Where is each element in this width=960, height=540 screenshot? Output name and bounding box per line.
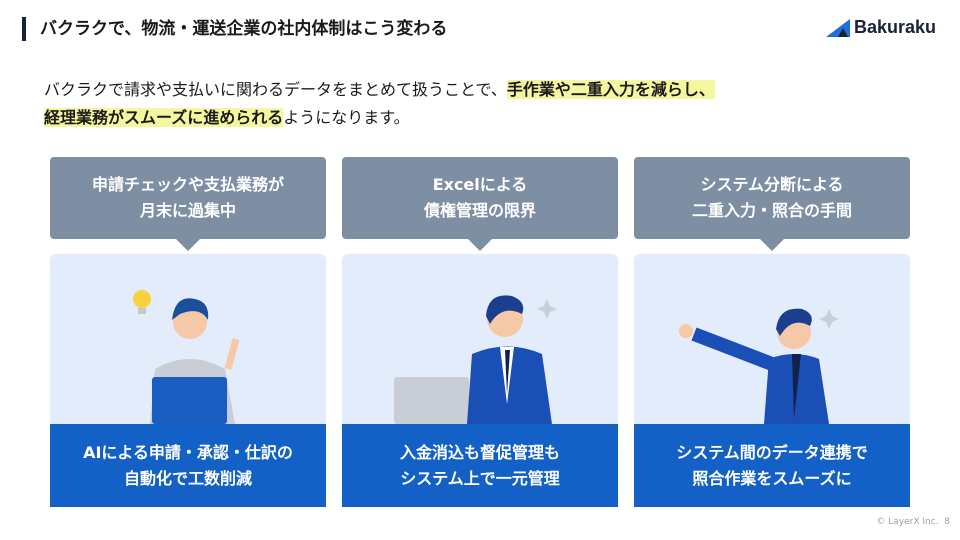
- solution-line: システム上で一元管理: [400, 468, 560, 488]
- solution-line: 入金消込も督促管理も: [399, 442, 560, 462]
- illustration-man-laptop: [342, 254, 618, 424]
- problem-heading: システム分断による二重入力・照合の手間: [634, 157, 910, 251]
- title-accent-bar: [22, 17, 26, 41]
- illustration-man-pointing: [634, 254, 910, 424]
- logo-text: Bakuraku: [854, 17, 937, 37]
- page-title: バクラクで、物流・運送企業の社内体制はこう変わる: [40, 19, 448, 39]
- heading-line: 申請チェックや支払業務が: [91, 175, 284, 194]
- solution-box: 入金消込も督促管理もシステム上で一元管理: [342, 424, 618, 507]
- solution-line: 照合作業をスムーズに: [692, 468, 852, 488]
- solution-box: システム間のデータ連携で照合作業をスムーズに: [634, 424, 910, 507]
- heading-line: 二重入力・照合の手間: [691, 201, 852, 220]
- logo-mark-icon: [826, 18, 850, 37]
- heading-line: 月末に過集中: [139, 201, 236, 220]
- column-3: システム分断による二重入力・照合の手間 システム間のデータ連携で照合作業をスムー…: [634, 157, 910, 507]
- solution-line: AIによる申請・承認・仕訳の: [83, 442, 293, 462]
- heading-line: Excelによる: [432, 175, 528, 194]
- page-number: 8: [944, 517, 950, 527]
- logo: Bakuraku: [826, 17, 936, 38]
- copyright: © LayerX Inc.: [876, 517, 939, 527]
- problem-heading: 申請チェックや支払業務が月末に過集中: [50, 157, 326, 251]
- lead-highlight-2: 経理業務がスムーズに進められる: [44, 108, 284, 127]
- illustration-woman-laptop: [50, 254, 326, 424]
- solution-box: AIによる申請・承認・仕訳の自動化で工数削減: [50, 424, 326, 507]
- lead-text: バクラクで請求や支払いに関わるデータをまとめて扱うことで、手作業や二重入力を減ら…: [44, 76, 715, 132]
- solution-line: システム間のデータ連携で: [676, 442, 868, 462]
- problem-heading: Excelによる債権管理の限界: [342, 157, 618, 251]
- lead-part2: ようになります。: [283, 108, 410, 127]
- lead-part1: バクラクで請求や支払いに関わるデータをまとめて扱うことで、: [44, 80, 507, 99]
- lead-highlight-1: 手作業や二重入力を減らし、: [506, 80, 715, 99]
- column-2: Excelによる債権管理の限界 入金消込も督促管理もシステム上で一元管理: [342, 157, 618, 507]
- column-1: 申請チェックや支払業務が月末に過集中 AIによる申請・承認・仕訳の自動化で工数削…: [50, 157, 326, 507]
- solution-line: 自動化で工数削減: [123, 468, 252, 488]
- footer: © LayerX Inc. 8: [876, 517, 950, 527]
- heading-line: 債権管理の限界: [423, 201, 536, 220]
- heading-line: システム分断による: [700, 175, 844, 194]
